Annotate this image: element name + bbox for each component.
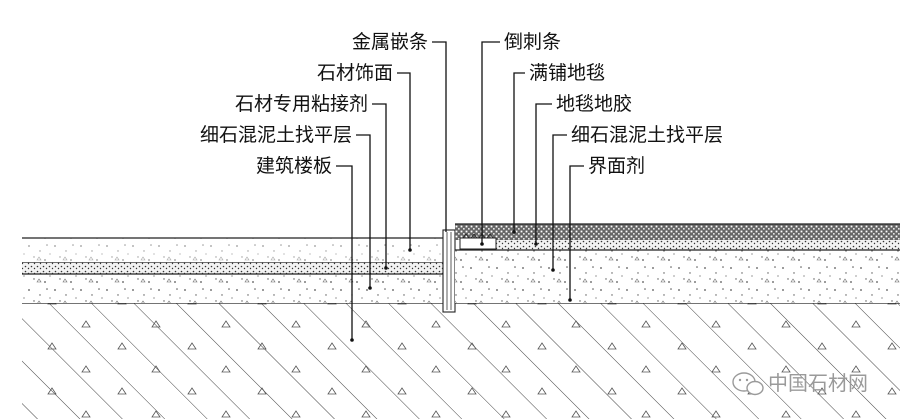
stone-side-layers xyxy=(22,237,446,303)
label-stone-facing: 石材饰面 xyxy=(317,62,393,84)
building-slab xyxy=(22,302,900,419)
metal-inlay-strip xyxy=(442,229,456,313)
label-metal-inlay-strip: 金属嵌条 xyxy=(352,31,428,53)
leader-lines-right xyxy=(480,41,584,302)
chat-bubble-icon xyxy=(732,372,764,396)
label-stone-adhesive: 石材专用粘接剂 xyxy=(235,93,368,115)
label-leveling-screed-left: 细石混泥土找平层 xyxy=(200,124,352,146)
label-interface-agent: 界面剂 xyxy=(588,155,645,177)
leader-lines-left xyxy=(336,41,447,342)
watermark: 中国石材网 xyxy=(732,371,868,396)
label-tackless-strip: 倒刺条 xyxy=(504,31,561,53)
label-wall-to-wall-carpet: 满铺地毯 xyxy=(529,62,605,84)
label-carpet-underlay: 地毯地胶 xyxy=(556,93,632,115)
label-leveling-screed-right: 细石混泥土找平层 xyxy=(571,124,723,146)
label-building-slab: 建筑楼板 xyxy=(256,155,332,177)
watermark-text: 中国石材网 xyxy=(768,371,868,395)
carpet-side-layers xyxy=(455,223,900,303)
